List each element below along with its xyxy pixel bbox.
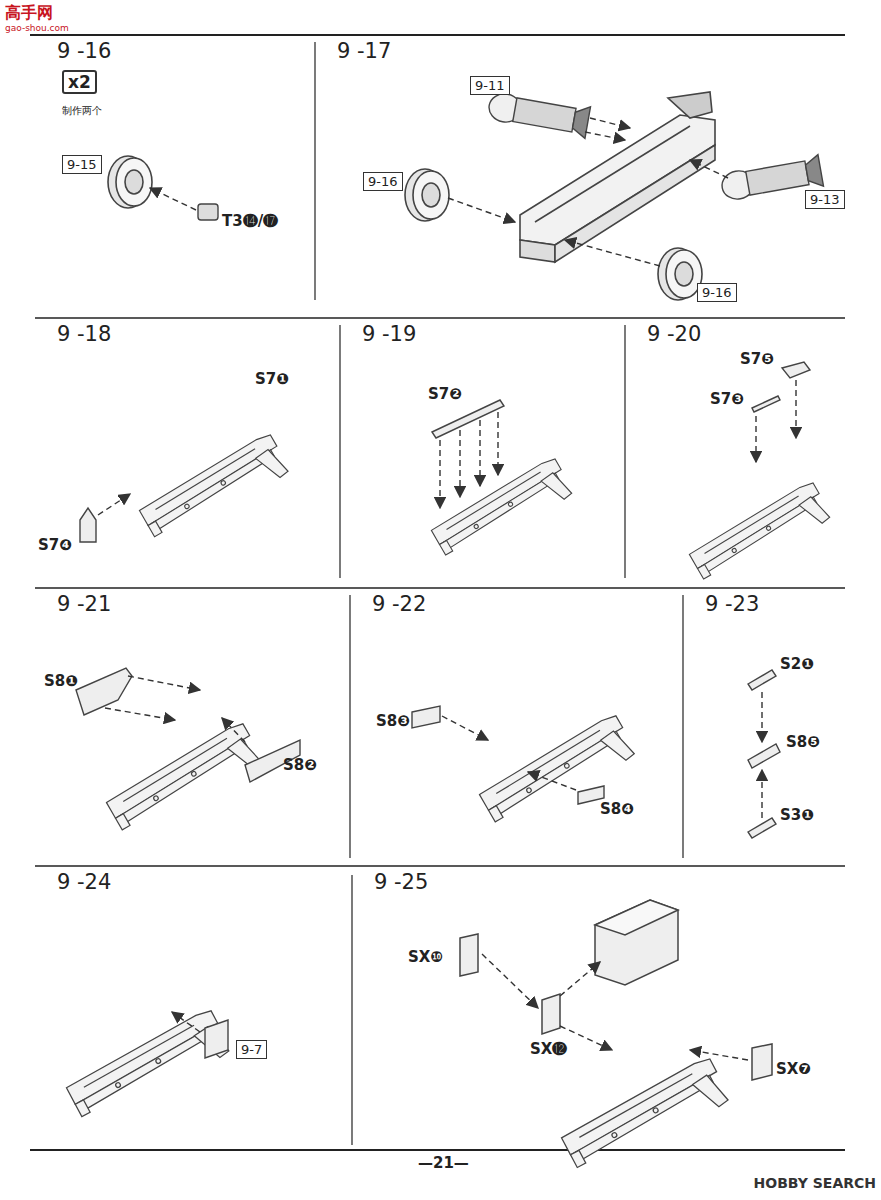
reference-text: x2: [68, 72, 91, 92]
part-label: S8❶: [44, 672, 78, 690]
reference-text: 9-15: [67, 157, 97, 172]
reference-box: 9-13: [805, 190, 845, 209]
label-text: gao-shou.com: [5, 23, 69, 33]
part-label: S7❷: [428, 385, 462, 403]
label-text: —21—: [418, 1154, 469, 1172]
reference-box: x2: [62, 70, 97, 94]
reference-text: 9-16: [368, 174, 398, 189]
step-panel: 9 -19: [340, 318, 625, 588]
reference-box: 9-15: [62, 155, 102, 174]
step-panel: 9 -21: [35, 588, 350, 866]
reference-box: 9-16: [363, 172, 403, 191]
reference-text: 9-11: [475, 78, 505, 93]
label-text: S7❺: [740, 350, 774, 368]
label-text: S7❸: [710, 390, 744, 408]
step-panel: 9 -17 9-11 9-16 9-13 9-16: [315, 35, 845, 318]
reference-box: 9-7: [236, 1040, 267, 1059]
label-text: S8❸: [376, 712, 410, 730]
part-label: S7❶: [255, 370, 289, 388]
part-label: S2❶: [780, 655, 814, 673]
part-label: T3⓮/⓱: [222, 212, 278, 230]
step-panel: 9 -24 9-7: [35, 866, 352, 1150]
label-text: SX❼: [776, 1060, 811, 1078]
reference-text: 9-7: [241, 1042, 262, 1057]
part-label: S7❺: [740, 350, 774, 368]
step-panel: 9 -18: [35, 318, 340, 588]
part-label: S8❺: [786, 733, 820, 751]
part-label: S7❸: [710, 390, 744, 408]
part-label: 高手网: [5, 3, 53, 24]
label-text: S7❶: [255, 370, 289, 388]
step-panel: 9 -20: [625, 318, 845, 588]
part-label: S3❶: [780, 806, 814, 824]
step-number: 9 -18: [57, 322, 111, 346]
label-text: S8❶: [44, 672, 78, 690]
reference-box: 9-11: [470, 76, 510, 95]
reference-text: 9-16: [702, 285, 732, 300]
label-text: S3❶: [780, 806, 814, 824]
part-label: S8❸: [376, 712, 410, 730]
part-label: gao-shou.com: [5, 23, 69, 33]
label-text: 制作两个: [62, 105, 102, 116]
step-number: 9 -23: [705, 592, 759, 616]
step-panel: 9 -25: [352, 866, 845, 1150]
label-text: SX❿: [408, 948, 443, 966]
label-text: S8❷: [283, 756, 317, 774]
label-text: S8❺: [786, 733, 820, 751]
label-text: T3⓮/⓱: [222, 212, 278, 230]
step-number: 9 -22: [372, 592, 426, 616]
part-label: S8❹: [600, 800, 634, 818]
step-number: 9 -21: [57, 592, 111, 616]
part-label: SX❿: [408, 948, 443, 966]
part-label: HOBBY SEARCH: [754, 1175, 876, 1191]
part-label: —21—: [418, 1154, 469, 1172]
label-text: S7❷: [428, 385, 462, 403]
label-text: HOBBY SEARCH: [754, 1175, 876, 1191]
part-label: 制作两个: [62, 104, 102, 118]
reference-box: 9-16: [697, 283, 737, 302]
part-label: S8❷: [283, 756, 317, 774]
label-text: S2❶: [780, 655, 814, 673]
label-text: 高手网: [5, 3, 53, 22]
label-text: S7❹: [38, 536, 72, 554]
part-label: S7❹: [38, 536, 72, 554]
step-number: 9 -16: [57, 39, 111, 63]
reference-text: 9-13: [810, 192, 840, 207]
step-number: 9 -19: [362, 322, 416, 346]
label-text: SX⓬: [530, 1040, 567, 1058]
step-number: 9 -17: [337, 39, 391, 63]
step-number: 9 -24: [57, 870, 111, 894]
step-number: 9 -25: [374, 870, 428, 894]
part-label: SX❼: [776, 1060, 811, 1078]
step-number: 9 -20: [647, 322, 701, 346]
label-text: S8❹: [600, 800, 634, 818]
step-panel: 9 -16 x2 9-15: [35, 35, 315, 318]
part-label: SX⓬: [530, 1040, 567, 1058]
step-panel: 9 -23: [683, 588, 845, 866]
